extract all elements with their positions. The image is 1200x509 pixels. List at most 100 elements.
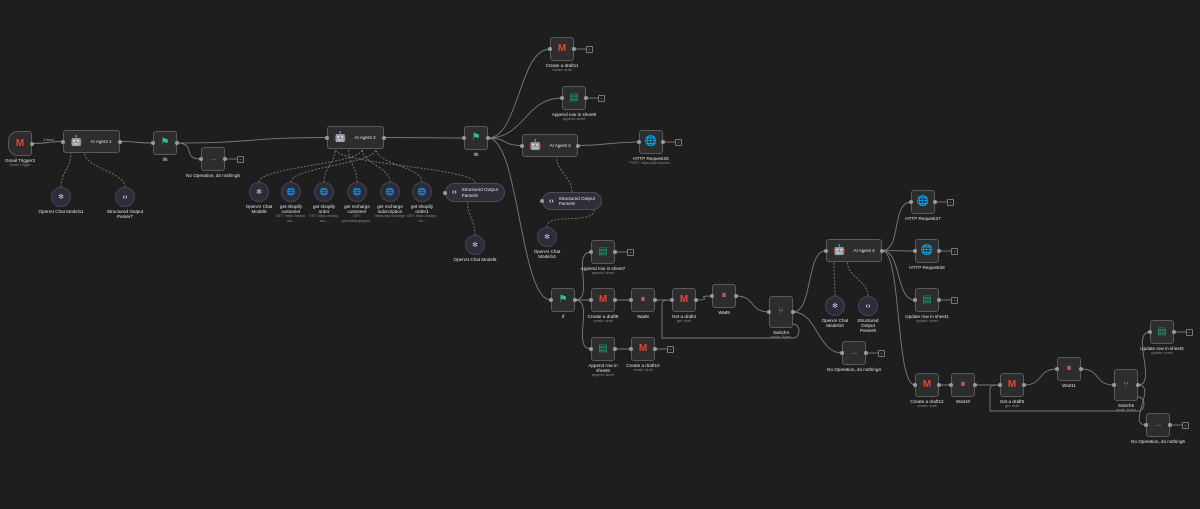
node-wait10[interactable]: ⏸ (951, 373, 975, 397)
input-port[interactable] (840, 351, 844, 355)
node-append-row-in-sheet6[interactable]: ▤ (591, 337, 615, 361)
node-no-operation-do-nothing4[interactable]: → (842, 341, 866, 365)
node-create-a-draft12[interactable]: M (915, 373, 939, 397)
output-port[interactable] (937, 298, 941, 302)
node-wait9[interactable]: ⏸ (712, 284, 736, 308)
output-port[interactable] (118, 139, 122, 144)
output-port[interactable] (573, 298, 577, 302)
output-port[interactable] (1168, 423, 1172, 427)
output-port[interactable] (572, 47, 576, 51)
node-create-a-draft10[interactable]: M (631, 337, 655, 361)
input-port[interactable] (637, 140, 641, 144)
node-no-operation-do-nothing5[interactable]: → (201, 147, 225, 171)
output-port[interactable] (613, 347, 617, 351)
output-port[interactable] (1172, 330, 1176, 334)
input-port[interactable] (199, 157, 203, 161)
output-port[interactable] (576, 143, 580, 148)
node-http-request26[interactable]: 🌐 (639, 130, 663, 154)
output-port[interactable] (1136, 383, 1140, 387)
node-update-row-in-sheet1[interactable]: ▤ (915, 288, 939, 312)
input-port[interactable] (548, 47, 552, 51)
node-append-row-in-sheet8[interactable]: ▤ (562, 86, 586, 110)
add-node-button[interactable]: + (951, 296, 958, 304)
node-get-a-draft5[interactable]: M (1000, 373, 1024, 397)
node-no-operation-do-nothing6[interactable]: → (1146, 413, 1170, 437)
output-port[interactable] (661, 140, 665, 144)
node-create-a-draft11[interactable]: M (550, 37, 574, 61)
add-node-button[interactable]: + (951, 247, 958, 255)
node-wait11[interactable]: ⏸ (1057, 357, 1081, 381)
node-openai-chat-model10[interactable]: ✻ (825, 296, 845, 316)
node-append-row-in-sheet7[interactable]: ▤ (591, 240, 615, 264)
node-openai-chat-model5[interactable]: ✻ (465, 235, 485, 255)
add-node-button[interactable]: + (586, 45, 593, 53)
node-http-request28[interactable]: 🌐 (915, 239, 939, 263)
input-port[interactable] (710, 294, 714, 298)
add-node-button[interactable]: + (675, 138, 682, 146)
node-ai-agent-3[interactable]: 🤖AI Agent 3 (522, 134, 578, 157)
node-get-shopify-customer[interactable]: 🌐 (281, 182, 301, 202)
node-if5[interactable]: ⚑ (464, 126, 488, 150)
output-port[interactable] (973, 383, 977, 387)
input-port[interactable] (1148, 330, 1152, 334)
add-node-button[interactable]: + (598, 94, 605, 102)
add-node-button[interactable]: + (1186, 328, 1193, 336)
input-port[interactable] (589, 250, 593, 254)
node-get-recharge-customer[interactable]: 🌐 (347, 182, 367, 202)
node-switch5[interactable]: ⑂ (1114, 369, 1138, 401)
output-port[interactable] (734, 294, 738, 298)
node-if6[interactable]: ⚑ (153, 131, 177, 155)
output-port[interactable] (486, 136, 490, 140)
input-port[interactable] (560, 96, 564, 100)
node-get-shopify-order1[interactable]: 🌐 (412, 182, 432, 202)
input-port[interactable] (61, 139, 65, 144)
node-update-row-in-sheet2[interactable]: ▤ (1150, 320, 1174, 344)
output-port[interactable] (613, 298, 617, 302)
node-structured-output-parser9[interactable]: ‹›Structured Output Parser9 (542, 192, 602, 210)
input-port[interactable] (998, 383, 1002, 387)
output-port[interactable] (933, 200, 937, 204)
output-port[interactable] (223, 157, 227, 161)
output-port[interactable] (584, 96, 588, 100)
node-openai-chat-model11[interactable]: ✻ (51, 187, 71, 207)
input-port[interactable] (1112, 383, 1116, 387)
output-port[interactable] (791, 310, 795, 314)
node-get-shopify-order[interactable]: 🌐 (314, 182, 334, 202)
input-port[interactable] (1144, 423, 1148, 427)
node-get-recharge-subscription[interactable]: 🌐 (380, 182, 400, 202)
output-port[interactable] (653, 347, 657, 351)
output-port[interactable] (880, 248, 884, 253)
node-structured-output-parser7[interactable]: ‹› (115, 187, 135, 207)
output-port[interactable] (30, 141, 34, 146)
add-node-button[interactable]: + (947, 198, 954, 206)
node-if[interactable]: ⚑ (551, 288, 575, 312)
input-port[interactable] (443, 190, 447, 195)
input-port[interactable] (670, 298, 674, 302)
input-port[interactable] (949, 383, 953, 387)
node-wait8[interactable]: ⏸ (631, 288, 655, 312)
input-port[interactable] (913, 383, 917, 387)
input-port[interactable] (767, 310, 771, 314)
node-http-request27[interactable]: 🌐 (911, 190, 935, 214)
output-port[interactable] (175, 141, 179, 145)
add-node-button[interactable]: + (237, 155, 244, 163)
node-create-a-draft9[interactable]: M (591, 288, 615, 312)
input-port[interactable] (824, 248, 828, 253)
input-port[interactable] (549, 298, 553, 302)
output-port[interactable] (613, 250, 617, 254)
node-gmail-trigger2[interactable]: M (8, 131, 32, 156)
output-port[interactable] (653, 298, 657, 302)
output-port[interactable] (694, 298, 698, 302)
input-port[interactable] (520, 143, 524, 148)
add-node-button[interactable]: + (627, 248, 634, 256)
node-openai-chat-model14[interactable]: ✻ (537, 227, 557, 247)
input-port[interactable] (913, 249, 917, 253)
node-ai-agent-4[interactable]: 🤖AI Agent 4 (826, 239, 882, 262)
node-ai-agent-2[interactable]: 🤖AI Agent 2 (327, 126, 384, 149)
input-port[interactable] (1055, 367, 1059, 371)
node-openai-chat-model6[interactable]: ✻ (249, 182, 269, 202)
node-switch4[interactable]: ⑂ (769, 296, 793, 328)
input-port[interactable] (325, 135, 329, 140)
add-node-button[interactable]: + (878, 349, 885, 357)
